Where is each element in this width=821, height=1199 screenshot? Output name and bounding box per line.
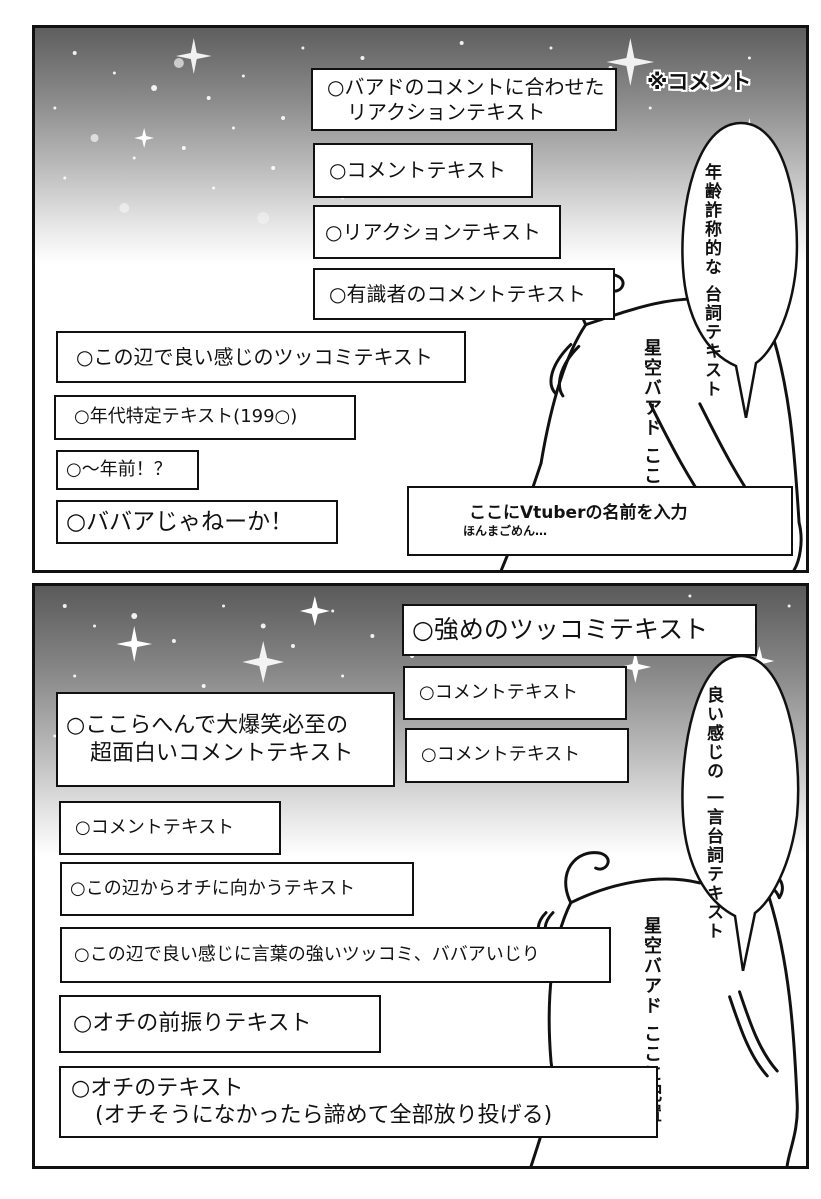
text-box-era-specific[interactable]: ○年代特定テキスト(199○) xyxy=(54,395,356,440)
text-box-comment[interactable]: ○コメントテキスト xyxy=(313,143,533,198)
box-line: ○有識者のコメントテキスト xyxy=(329,281,586,306)
speech-bubble-text: 年齢詐称的な 台詞テキスト xyxy=(699,163,723,399)
box-line: ○コメントテキスト xyxy=(329,158,506,182)
text-box-strong-tsukkomi[interactable]: ○強めのツッコミテキスト xyxy=(402,604,757,656)
speech-line-2: 一言台詞テキスト xyxy=(703,788,723,941)
text-box-years-ago[interactable]: ○～年前！？ xyxy=(56,450,199,490)
speech-bubble-text: 良い感じの 一言台詞テキスト xyxy=(701,686,725,941)
box-line: ○この辺からオチに向かうテキスト xyxy=(70,877,356,899)
text-box-babaa[interactable]: ○ババアじゃねーか！ xyxy=(56,500,338,544)
placeholder-line-1: 星空バアド xyxy=(641,916,662,1016)
box-line: ○年代特定テキスト(199○) xyxy=(74,406,298,428)
box-line: ○コメントテキスト xyxy=(421,744,581,766)
box-line: ○バアドのコメントに合わせた xyxy=(327,74,605,99)
vtuber-name-title: ここにVtuberの名前を入力 xyxy=(469,502,688,523)
comment-note-label: ※コメント xyxy=(647,70,752,94)
text-box-comment[interactable]: ○コメントテキスト xyxy=(403,666,627,720)
text-box-reaction[interactable]: ○リアクションテキスト xyxy=(313,205,561,259)
vtuber-name-box[interactable]: ここにVtuberの名前を入力 ほんまごめん… xyxy=(407,486,793,556)
vtuber-name-subtitle: ほんまごめん… xyxy=(463,524,548,539)
box-line: ○リアクションテキスト xyxy=(325,219,541,244)
box-line: ○～年前！？ xyxy=(66,458,172,480)
speech-bubble xyxy=(681,654,800,971)
text-box-comment-2[interactable]: ○コメントテキスト xyxy=(405,728,629,783)
manga-panel-2: 良い感じの 一言台詞テキスト 星空バアド ここに配置 ○強めのツッコミテキスト … xyxy=(32,583,809,1169)
text-box-toward-punchline[interactable]: ○この辺からオチに向かうテキスト xyxy=(60,862,414,916)
box-line: ○コメントテキスト xyxy=(419,681,579,703)
text-box-harsh-tsukkomi[interactable]: ○この辺で良い感じに言葉の強いツッコミ、ババアいじり xyxy=(60,927,611,983)
text-box-punchline-setup[interactable]: ○オチの前振りテキスト xyxy=(59,995,381,1053)
box-line: ○強めのツッコミテキスト xyxy=(412,615,709,645)
text-box-comment-3[interactable]: ○コメントテキスト xyxy=(59,801,281,855)
box-line: ○この辺で良い感じに言葉の強いツッコミ、ババアいじり xyxy=(74,943,540,965)
box-line: ○オチの前振りテキスト xyxy=(73,1011,312,1037)
placeholder-line-1: 星空バアド xyxy=(641,338,662,438)
text-box-reaction-to-comment[interactable]: ○バアドのコメントに合わせた リアクションテキスト xyxy=(311,68,617,131)
manga-panel-1: 年齢詐称的な 台詞テキスト 星空バアド ここに配置 ※コメント ○バアドのコメン… xyxy=(32,25,809,573)
text-box-punchline[interactable]: ○オチのテキスト (オチそうになかったら諦めて全部放り投げる) xyxy=(59,1066,658,1138)
text-box-tsukkomi[interactable]: ○この辺で良い感じのツッコミテキスト xyxy=(56,331,466,383)
box-line: リアクションテキスト xyxy=(347,99,546,124)
speech-line-1: 年齢詐称的な xyxy=(701,163,721,277)
box-line: ○ここらへんで大爆笑必至の xyxy=(66,713,349,738)
box-line: ○オチのテキスト xyxy=(71,1075,244,1101)
text-box-expert-comment[interactable]: ○有識者のコメントテキスト xyxy=(313,268,615,320)
speech-line-1: 良い感じの xyxy=(703,686,723,781)
box-line: ○コメントテキスト xyxy=(75,816,235,838)
speech-bubble xyxy=(681,121,799,418)
box-line: (オチそうになかったら諦めて全部放り投げる) xyxy=(95,1103,553,1128)
box-line: ○この辺で良い感じのツッコミテキスト xyxy=(76,344,433,369)
speech-line-2: 台詞テキスト xyxy=(701,284,721,399)
box-line: ○ババアじゃねーか！ xyxy=(66,508,294,535)
box-line: 超面白いコメントテキスト xyxy=(90,740,354,766)
text-box-big-laugh-comment[interactable]: ○ここらへんで大爆笑必至の 超面白いコメントテキスト xyxy=(56,692,395,787)
